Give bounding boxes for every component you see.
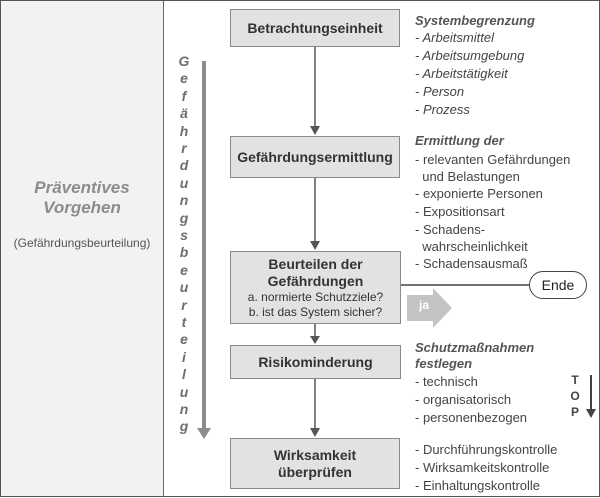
vertical-label-letter: e xyxy=(180,70,188,87)
section-3-item: - personenbezogen xyxy=(415,410,528,425)
section-4-item: - Durchführungskontrolle xyxy=(415,442,558,457)
vertical-arrow-head xyxy=(197,428,211,439)
vertical-label-letter: i xyxy=(182,348,186,365)
top-letter-t: T xyxy=(571,373,579,387)
top-letter-o: O xyxy=(570,389,580,403)
step-gefaehrdungsermittlung: Gefährdungsermittlung xyxy=(230,136,400,178)
section-1-item: - Arbeitsmittel xyxy=(415,30,494,45)
vertical-label-letter: G xyxy=(178,53,190,69)
step-2-title: Gefährdungsermittlung xyxy=(237,148,393,165)
vertical-label-letter: g xyxy=(179,418,189,435)
step-5-title-line-2: überprüfen xyxy=(278,463,352,480)
step-3-title-line-2: Gefährdungen xyxy=(267,272,364,289)
section-3-heading-line-1: Schutzmaßnahmen xyxy=(415,340,535,355)
section-1-item: - Prozess xyxy=(415,102,470,117)
section-1-item: - Arbeitstätigkeit xyxy=(415,66,508,81)
vertical-label-letter: h xyxy=(179,122,189,139)
step-beurteilen: Beurteilen der Gefährdungen a. normierte… xyxy=(230,251,401,324)
left-title-line-1: Präventives xyxy=(34,178,130,197)
top-letter-p: P xyxy=(570,405,579,419)
section-3-heading-line-2: festlegen xyxy=(415,356,473,371)
section-1-heading: Systembegrenzung xyxy=(415,13,535,28)
vertical-label-letter: d xyxy=(179,157,189,174)
vertical-label-letter: u xyxy=(179,174,189,191)
vertical-label-letter: r xyxy=(181,140,187,156)
section-2-item: - Schadensausmaß xyxy=(415,256,528,271)
left-panel: Präventives Vorgehen (Gefährdungsbeurtei… xyxy=(1,1,164,496)
step-5-title-line-1: Wirksamkeit xyxy=(273,446,357,463)
left-subtitle: (Gefährdungsbeurteilung) xyxy=(13,236,151,250)
vertical-label-letter: t xyxy=(181,314,187,330)
step-risikominderung: Risikominderung xyxy=(230,345,401,379)
section-2-item: - Schadens- xyxy=(415,222,486,237)
vertical-label-letter: l xyxy=(182,366,186,383)
ende-terminal: Ende xyxy=(529,271,587,299)
section-2-item: - exponierte Personen xyxy=(415,186,543,201)
vertical-label-letter: ä xyxy=(180,105,188,122)
ja-arrow xyxy=(407,288,452,328)
vertical-label-letter: n xyxy=(179,192,189,209)
step-wirksamkeit: Wirksamkeit überprüfen xyxy=(230,438,400,489)
vertical-arrow-shaft xyxy=(202,61,206,429)
ja-label: ja xyxy=(419,298,430,312)
section-1-item: - Person xyxy=(415,84,465,99)
vertical-label-letter: e xyxy=(180,261,188,278)
section-2-item: und Belastungen xyxy=(415,169,520,184)
section-3-item: - technisch xyxy=(415,374,478,389)
section-2-item: - Expositionsart xyxy=(415,204,505,219)
section-2-item: - relevanten Gefährdungen xyxy=(415,152,571,167)
section-3-item: - organisatorisch xyxy=(415,392,512,407)
step-4-title: Risikominderung xyxy=(258,353,373,370)
top-arrow-head xyxy=(586,409,596,418)
connector-2-head xyxy=(310,241,320,250)
step-3-title-line-1: Beurteilen der xyxy=(268,255,363,272)
vertical-label-letter: u xyxy=(179,279,189,296)
section-2-heading: Ermittlung der xyxy=(415,133,504,148)
step-betrachtungseinheit: Betrachtungseinheit xyxy=(230,9,400,47)
vertical-label-letter: s xyxy=(180,227,188,243)
connector-4-head xyxy=(310,428,320,437)
step-3-sub-b: b. ist das System sicher? xyxy=(248,304,383,319)
connector-3-head xyxy=(310,336,320,344)
vertical-label-letter: b xyxy=(179,244,189,261)
step-1-title: Betrachtungseinheit xyxy=(247,19,383,36)
left-title-line-2: Vorgehen xyxy=(43,198,121,217)
section-4-item: - Einhaltungskontrolle xyxy=(415,478,541,493)
vertical-label-letter: u xyxy=(179,383,189,400)
section-2-item: wahrscheinlichkeit xyxy=(415,239,528,254)
connector-1-head xyxy=(310,126,320,135)
vertical-label-letter: e xyxy=(180,331,188,348)
section-1-item: - Arbeitsumgebung xyxy=(415,48,525,63)
step-3-sub-a: a. normierte Schutzziele? xyxy=(247,289,384,304)
vertical-label-letter: n xyxy=(179,401,189,417)
section-4-item: - Wirksamkeitskontrolle xyxy=(415,460,550,475)
vertical-label-letter: r xyxy=(181,296,187,313)
vertical-label-letter: f xyxy=(181,87,187,104)
vertical-label-letter: g xyxy=(179,209,189,226)
